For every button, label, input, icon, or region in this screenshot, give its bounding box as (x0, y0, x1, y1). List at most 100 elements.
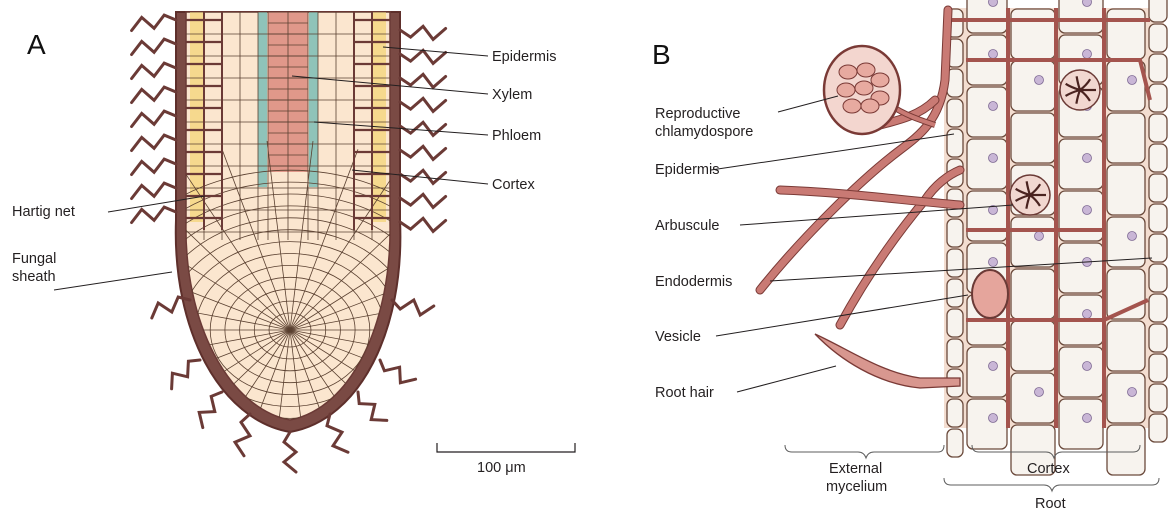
cortex-cell (1011, 217, 1055, 267)
hypha (132, 135, 176, 150)
cortex-cell (1011, 61, 1055, 111)
cortex-cell (1149, 384, 1167, 412)
cortex-cell (947, 129, 963, 157)
nucleus (1083, 310, 1092, 319)
spore (861, 99, 879, 113)
nucleus (1083, 414, 1092, 423)
cortex-cell (1149, 354, 1167, 382)
cortex-cell (1059, 191, 1103, 241)
label-vesicle: Vesicle (655, 329, 701, 345)
brace-external-mycelium (785, 445, 944, 458)
hypha (132, 63, 176, 78)
label-root-hair: Root hair (655, 385, 714, 401)
nucleus (1083, 154, 1092, 163)
label-epidermis-a: Epidermis (492, 49, 556, 65)
nucleus (1035, 76, 1044, 85)
cortex-cell (1011, 373, 1055, 423)
cortex-cell (1107, 425, 1145, 475)
cortex-cell (1059, 399, 1103, 449)
cortex-cell (967, 191, 1007, 241)
vesicle (972, 270, 1008, 318)
cortex-cell (947, 339, 963, 367)
hypha (284, 432, 296, 472)
label-external-1: External (829, 461, 882, 477)
hypha (380, 360, 416, 383)
nucleus (989, 414, 998, 423)
nucleus (989, 154, 998, 163)
spore (855, 81, 873, 95)
cortex-cell (1149, 264, 1167, 292)
cortex-cell (1149, 174, 1167, 202)
root-hair (815, 334, 960, 388)
cortex-cell (1011, 9, 1055, 59)
cortex-cell (947, 429, 963, 457)
cortex-cell (1107, 165, 1145, 215)
cortex-cell (967, 399, 1007, 449)
hypha (327, 414, 348, 452)
brace-root (944, 478, 1159, 491)
nucleus (1035, 232, 1044, 241)
nucleus (989, 0, 998, 7)
label-fungal-sheath-1: Fungal (12, 251, 56, 267)
panel-a-letter: A (27, 29, 46, 60)
hypha (400, 146, 446, 159)
cortex-cell (1149, 414, 1167, 442)
cortex-cell (1149, 54, 1167, 82)
cortex-cell (1149, 144, 1167, 172)
cortex-cell (947, 399, 963, 427)
cortex-cell (967, 0, 1007, 33)
cortex-cell (1011, 113, 1055, 163)
scale-bar-label: 100 μm (477, 460, 526, 476)
nucleus (989, 362, 998, 371)
cortex-cell (1107, 9, 1145, 59)
label-reproductive-2: chlamydospore (655, 124, 753, 140)
cortex-cell (1011, 269, 1055, 319)
leader-fungal-sheath (54, 272, 172, 290)
cortex-cell (967, 347, 1007, 397)
cortex-cell (947, 99, 963, 127)
cortex-cell (1107, 61, 1145, 111)
hypha (172, 360, 200, 389)
hypha (392, 300, 434, 315)
cortex-cell (1059, 0, 1103, 33)
scale-bar (437, 443, 575, 452)
cortex-cell (1149, 114, 1167, 142)
cortex-cell (1059, 139, 1103, 189)
cortex-cell (1011, 321, 1055, 371)
label-arbuscule: Arbuscule (655, 218, 719, 234)
hypha (132, 207, 176, 222)
spore (843, 99, 861, 113)
label-hartig-net: Hartig net (12, 204, 75, 220)
hypha (358, 392, 387, 420)
cortex-cell (1059, 347, 1103, 397)
hypha (132, 87, 176, 102)
cortex-cell (1149, 294, 1167, 322)
hypha (132, 39, 176, 54)
hypha (400, 194, 446, 207)
nucleus (1128, 388, 1137, 397)
cortex-cell (947, 219, 963, 247)
label-root: Root (1035, 496, 1066, 512)
nucleus (989, 50, 998, 59)
cortex-cell (1107, 373, 1145, 423)
nucleus (1035, 388, 1044, 397)
cortex-cell (1107, 113, 1145, 163)
label-fungal-sheath-2: sheath (12, 269, 56, 285)
nucleus (989, 258, 998, 267)
hypha (400, 26, 446, 39)
nucleus (1083, 362, 1092, 371)
phloem-strand-left (258, 12, 267, 187)
hypha (199, 392, 222, 428)
cortex-cell (947, 279, 963, 307)
nucleus (1128, 76, 1137, 85)
nucleus (1128, 232, 1137, 241)
label-epidermis-b: Epidermis (655, 162, 719, 178)
cortex-cell (1149, 84, 1167, 112)
cortex-cells (947, 0, 1167, 475)
panel-b-letter: B (652, 39, 671, 70)
cortex-cell (967, 87, 1007, 137)
spore (839, 65, 857, 79)
label-cortex-a: Cortex (492, 177, 535, 193)
epidermis-band-right (372, 12, 386, 222)
